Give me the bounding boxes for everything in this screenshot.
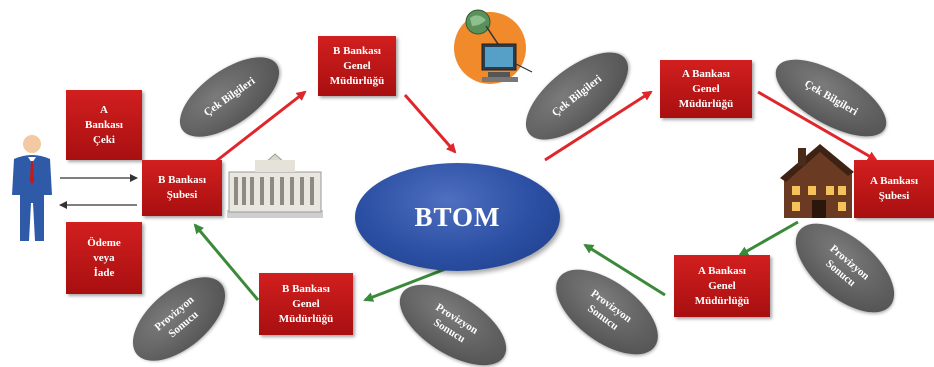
btom-center-node: BTOM (355, 163, 560, 271)
arrow-b-genel-to-btom (403, 94, 457, 154)
a-bankasi-subesi-box: A Bankası Şubesi (854, 160, 934, 218)
arrow-a-genel-to-btom (583, 243, 666, 297)
arrow-btom-to-b-genel (363, 266, 449, 302)
a-bankasi-genel-mudurlugu-bottom-box: A Bankası Genel Müdürlüğü (674, 255, 770, 317)
bank-building-icon (227, 153, 323, 218)
arrow-subesi-to-b-genel (214, 90, 307, 164)
b-bankasi-genel-mudurlugu-bottom-box: B Bankası Genel Müdürlüğü (259, 273, 353, 335)
arrow-b-genel-to-subesi (193, 223, 260, 301)
a-bankasi-ceki-box: A Bankası Çeki (66, 90, 142, 160)
person-icon (12, 135, 52, 241)
arrow-btom-to-a-genel (544, 90, 653, 162)
b-bankasi-subesi-box: B Bankası Şubesi (142, 160, 222, 216)
arrow-a-subesi-to-a-genel (738, 220, 799, 257)
arrow-a-genel-to-a-subesi (757, 90, 878, 162)
a-bankasi-genel-mudurlugu-top-box: A Bankası Genel Müdürlüğü (660, 60, 752, 118)
computer-network-icon (454, 9, 533, 84)
house-icon (780, 144, 854, 218)
odeme-veya-iade-box: Ödeme veya İade (66, 222, 142, 294)
b-bankasi-genel-mudurlugu-top-box: B Bankası Genel Müdürlüğü (318, 36, 396, 96)
